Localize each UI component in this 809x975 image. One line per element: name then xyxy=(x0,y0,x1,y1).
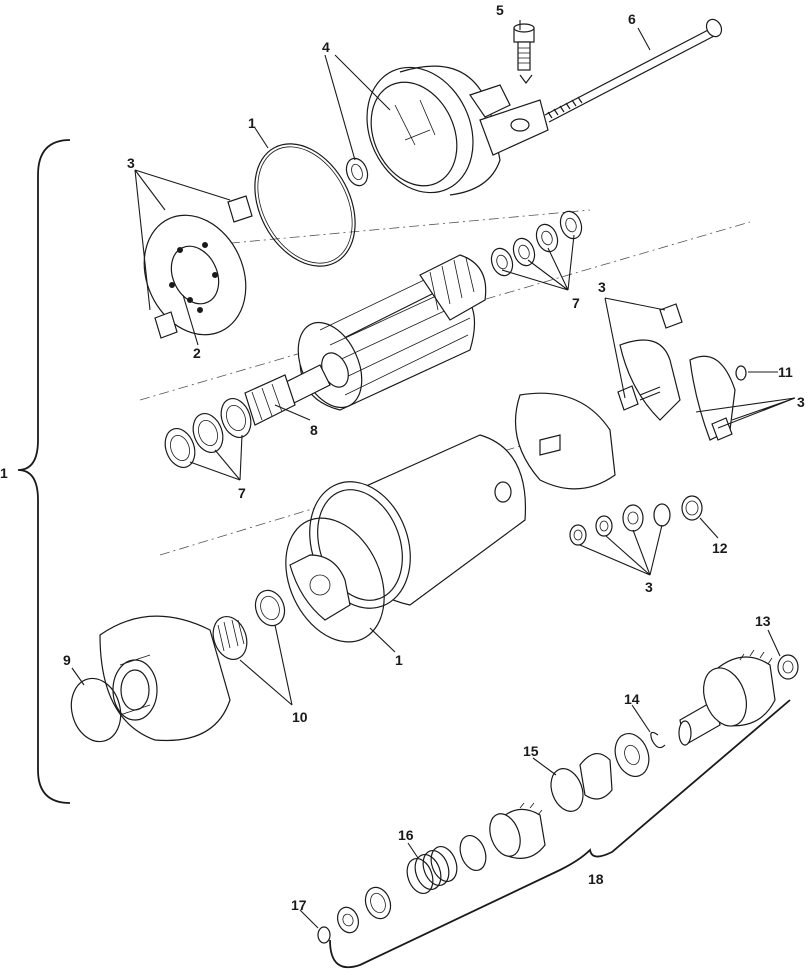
callout-labels: 5 6 4 1 3 2 7 3 11 3 8 7 1 12 3 13 9 1 1… xyxy=(0,2,805,913)
washer-stack-right xyxy=(490,210,583,277)
callout-17: 17 xyxy=(291,897,307,913)
bearing-seal xyxy=(254,589,286,627)
through-bolt xyxy=(544,18,723,123)
brush-holder xyxy=(617,303,747,441)
callout-12: 12 xyxy=(712,540,728,556)
callout-5: 5 xyxy=(496,2,504,18)
end-cover xyxy=(366,65,549,196)
end-plate xyxy=(289,554,351,621)
drive-assembly-brace xyxy=(329,699,791,969)
callout-4: 4 xyxy=(322,39,330,55)
callout-14: 14 xyxy=(624,691,640,707)
axis-line-armature xyxy=(139,221,751,401)
field-magnet-sleeve xyxy=(514,392,616,490)
clutch-sleeve xyxy=(459,834,487,872)
callout-2: 2 xyxy=(193,345,201,361)
axis-line-housing xyxy=(159,439,541,556)
callout-8: 8 xyxy=(310,422,318,438)
retaining-ring xyxy=(550,768,584,812)
callout-9: 9 xyxy=(63,652,71,668)
drive-gear-shaft xyxy=(678,649,776,746)
bolt xyxy=(513,23,535,84)
gear-washer xyxy=(777,654,799,680)
o-ring-top xyxy=(254,143,356,267)
callout-15: 15 xyxy=(523,743,539,759)
overrunning-clutch xyxy=(489,802,546,859)
callout-3-brush-plate: 3 xyxy=(127,155,135,171)
spring-retainer xyxy=(364,886,392,920)
callout-7-right: 7 xyxy=(572,295,580,311)
callout-1-assembly: 1 xyxy=(0,465,8,481)
armature xyxy=(244,254,487,426)
callout-1-top: 1 xyxy=(248,115,256,131)
drive-end-housing xyxy=(99,615,231,742)
bushing xyxy=(345,157,369,187)
callout-10: 10 xyxy=(292,709,308,725)
drive-spring xyxy=(406,845,458,895)
brush-plate xyxy=(143,195,253,339)
callout-18: 18 xyxy=(588,871,604,887)
o-ring-drive xyxy=(70,677,122,743)
callout-13: 13 xyxy=(755,613,771,629)
washer-stack-lower xyxy=(569,495,703,546)
assembly-brace-left xyxy=(17,139,71,804)
callout-16: 16 xyxy=(398,827,414,843)
o-ring-lower xyxy=(285,517,385,643)
thrust-washer xyxy=(614,733,650,777)
stop-collar xyxy=(579,753,613,800)
washer-stack-left xyxy=(164,398,252,468)
lock-clip xyxy=(317,926,331,944)
axis-line-top xyxy=(209,209,591,246)
snap-ring xyxy=(650,731,666,749)
callout-6: 6 xyxy=(628,11,636,27)
callout-3-brush-holder: 3 xyxy=(598,279,606,295)
callout-3-right: 3 xyxy=(797,394,805,410)
needle-bearing xyxy=(212,616,248,660)
callout-3-lower: 3 xyxy=(645,579,653,595)
callout-1-lower: 1 xyxy=(395,652,403,668)
leader-lines xyxy=(71,20,796,929)
end-washer xyxy=(337,906,359,934)
callout-11: 11 xyxy=(778,364,793,380)
callout-7-left: 7 xyxy=(238,485,246,501)
